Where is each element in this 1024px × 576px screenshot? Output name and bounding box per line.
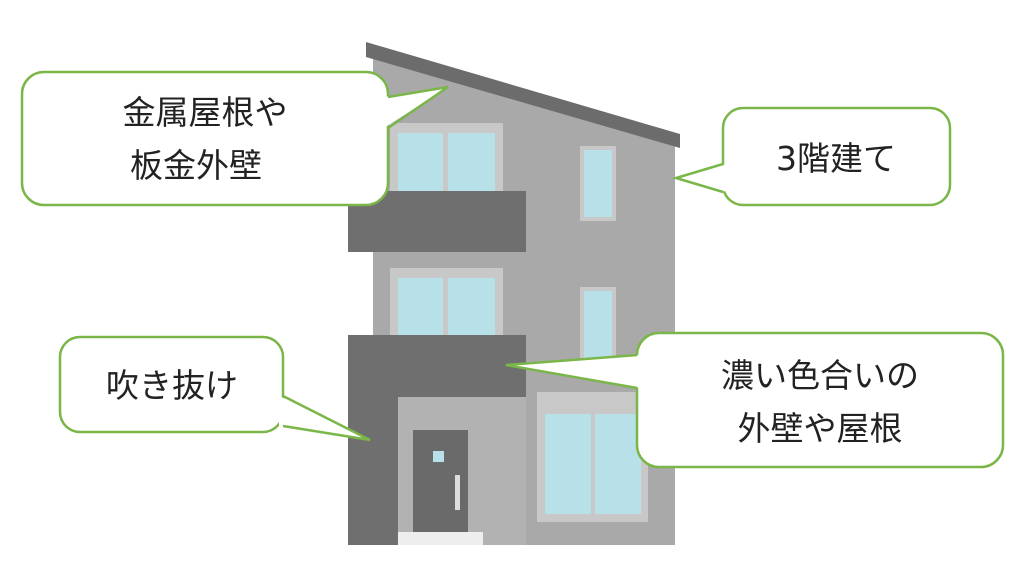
lower-dark-block xyxy=(348,335,526,397)
callout-text: 外壁や屋根 xyxy=(738,409,903,448)
middle-window xyxy=(390,268,503,338)
right-window-middle xyxy=(580,287,616,360)
callout-text: 3階建て xyxy=(776,139,896,178)
large-window xyxy=(537,392,648,522)
callout-text: 板金外壁 xyxy=(130,146,262,185)
roof xyxy=(366,42,680,148)
entrance-step xyxy=(398,532,483,545)
door-window xyxy=(433,451,444,462)
house-illustration xyxy=(348,42,680,545)
upper-window xyxy=(390,123,503,193)
callout-dark-colors: 濃い色合いの 外壁や屋根 xyxy=(505,331,1005,469)
callout-atrium: 吹き抜け xyxy=(58,335,371,442)
callout-text: 金属屋根や xyxy=(123,93,288,132)
callout-three-story: 3階建て xyxy=(671,106,952,207)
left-pillar xyxy=(348,397,398,545)
door-handle xyxy=(455,475,460,510)
right-window-upper xyxy=(580,146,616,221)
callout-metal-roof: 金属屋根や 板金外壁 xyxy=(20,70,449,207)
callout-text: 濃い色合いの xyxy=(721,356,919,395)
callout-text: 吹き抜け xyxy=(106,366,238,405)
front-door xyxy=(413,430,468,532)
